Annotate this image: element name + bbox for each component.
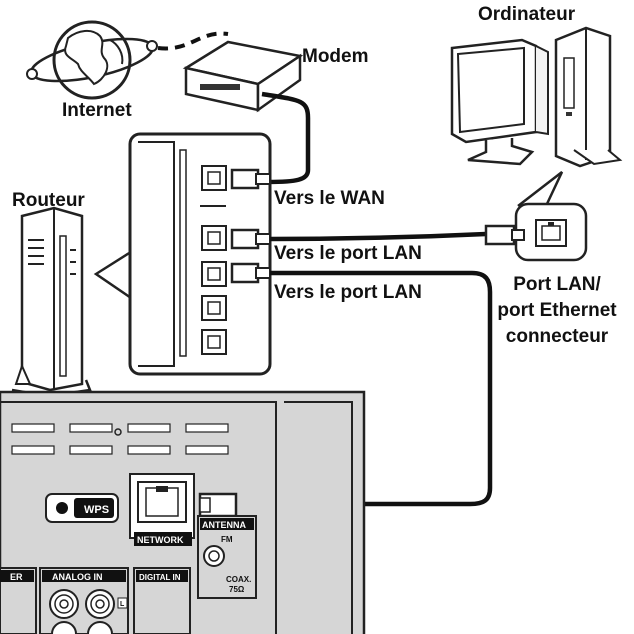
pc-port-label-line1: Port LAN/ xyxy=(513,274,601,295)
router-zoom-callout xyxy=(93,247,136,303)
routeur-label: Routeur xyxy=(12,190,85,211)
wan-plug xyxy=(230,168,271,190)
fm-label: FM xyxy=(221,535,233,544)
receiver-plug xyxy=(198,492,238,518)
modem-label: Modem xyxy=(302,46,369,67)
computer-icon xyxy=(450,26,623,168)
globe-icon xyxy=(26,20,158,100)
pc-port-callout xyxy=(517,171,564,207)
receiver-rear-panel xyxy=(0,390,366,634)
pc-plug xyxy=(484,224,525,246)
wps-label: WPS xyxy=(84,504,109,516)
router-icon xyxy=(11,206,92,398)
lan-cable-pc xyxy=(269,231,487,242)
wan-cable xyxy=(261,91,311,185)
pc-port-label-line3: connecteur xyxy=(505,326,609,347)
vers-lan-label-1: Vers le port LAN xyxy=(274,243,422,264)
ordinateur-label: Ordinateur xyxy=(478,4,576,25)
internet-label: Internet xyxy=(62,100,132,121)
pc-port-label: Port LAN/ port Ethernet connecteur xyxy=(482,272,632,350)
vers-lan-label-2: Vers le port LAN xyxy=(274,282,422,303)
router-zoom-panel xyxy=(128,132,272,376)
analog-in-label: ANALOG IN xyxy=(52,572,103,582)
modem-icon xyxy=(182,40,304,113)
digital-in-label: DIGITAL IN xyxy=(139,573,181,582)
ohm-label: 75Ω xyxy=(229,585,245,594)
vers-wan-label: Vers le WAN xyxy=(274,188,385,209)
lan-cable-receiver xyxy=(236,270,493,507)
coax-label: COAX. xyxy=(226,575,251,584)
lan-plug-pc xyxy=(230,228,271,250)
partial-left-label: ER xyxy=(10,572,23,582)
pc-port-label-line2: port Ethernet xyxy=(497,300,617,321)
network-label: NETWORK xyxy=(137,535,184,545)
internet-link-line xyxy=(157,31,229,51)
left-channel-mark: L xyxy=(120,601,125,608)
antenna-label: ANTENNA xyxy=(202,520,246,530)
